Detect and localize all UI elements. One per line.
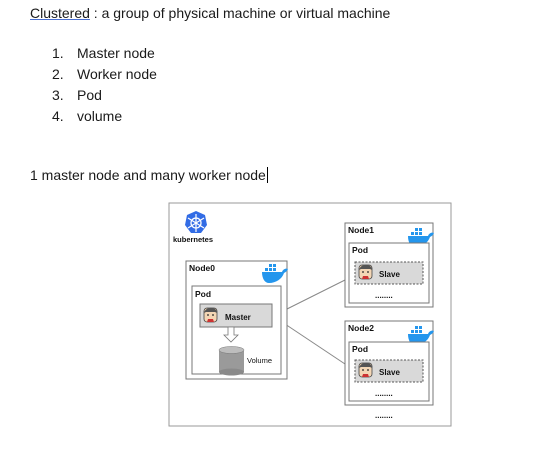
list-item-label: Pod: [77, 87, 102, 103]
jenkins-icon: [358, 264, 373, 280]
heading-text: : a group of physical machine or virtual…: [89, 5, 391, 21]
node0-title: Node0: [189, 263, 215, 273]
node2-title: Node2: [348, 323, 374, 333]
list-item: 2. Worker node: [52, 64, 157, 85]
master-box: [199, 303, 273, 328]
summary-text: 1 master node and many worker node: [30, 167, 266, 183]
volume-label: Volume: [247, 356, 272, 365]
node1-title: Node1: [348, 225, 374, 235]
list-item: 4. volume: [52, 106, 157, 127]
text-cursor: [266, 167, 268, 183]
node0-pod-box: [191, 285, 282, 375]
kubernetes-icon: [185, 211, 207, 233]
heading-line: Clustered : a group of physical machine …: [30, 4, 390, 22]
jenkins-icon: [203, 307, 218, 323]
list-item-label: Worker node: [77, 66, 157, 82]
list-number: 1.: [52, 45, 64, 61]
list-item-label: Master node: [77, 45, 155, 61]
heading-term: Clustered: [30, 5, 90, 21]
list-number: 4.: [52, 108, 64, 124]
numbered-list: 1. Master node 2. Worker node 3. Pod 4. volu…: [52, 43, 157, 127]
pod-dots: ........: [375, 291, 393, 300]
pod-dots: ........: [375, 389, 393, 398]
summary-line: 1 master node and many worker node: [30, 166, 268, 184]
volume-icon: [218, 346, 245, 376]
slave-label: Slave: [379, 368, 400, 377]
node-dots: ........: [375, 411, 393, 420]
node1-pod-label: Pod: [352, 245, 368, 255]
list-item: 3. Pod: [52, 85, 157, 106]
kubernetes-label: kubernetes: [173, 235, 213, 244]
list-item-label: volume: [77, 108, 123, 124]
list-item: 1. Master node: [52, 43, 157, 64]
arrow-down-icon: [223, 326, 239, 343]
slave-label: Slave: [379, 270, 400, 279]
node0-pod-label: Pod: [195, 289, 211, 299]
master-label: Master: [225, 313, 251, 322]
jenkins-icon: [358, 362, 373, 378]
list-number: 2.: [52, 66, 64, 82]
list-number: 3.: [52, 87, 64, 103]
node2-pod-label: Pod: [352, 344, 368, 354]
